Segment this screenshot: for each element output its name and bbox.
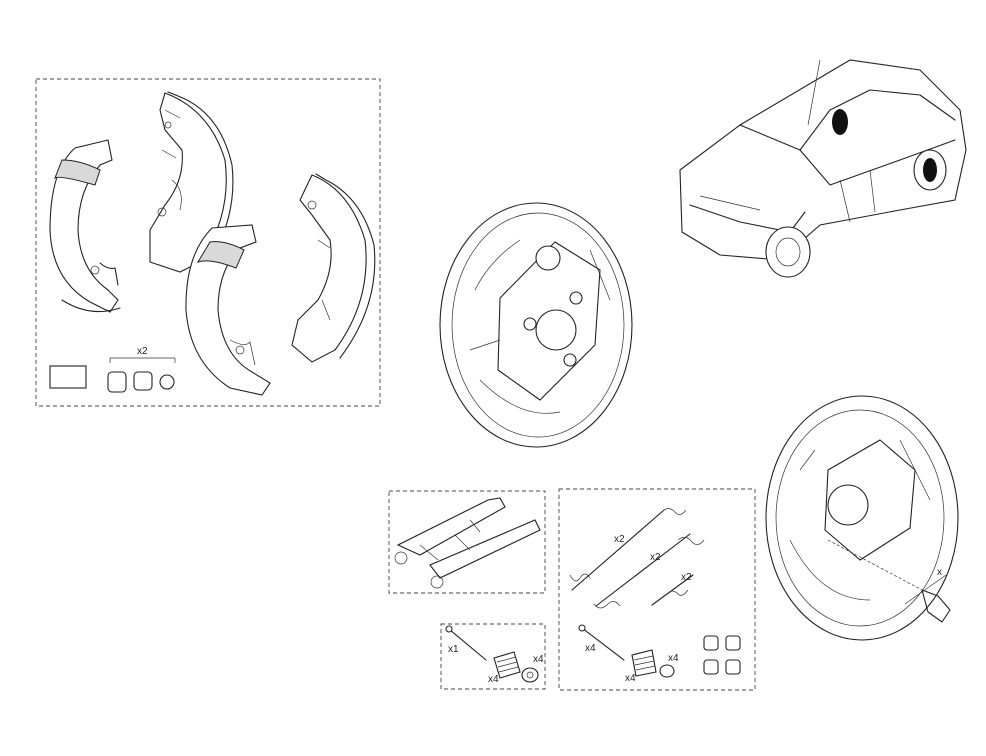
dimension-label: x xyxy=(937,567,942,578)
hold-down-kit-left: x1 x4 x4 xyxy=(440,623,546,690)
brake-shoe-1 xyxy=(49,139,121,313)
cap-1 xyxy=(107,371,127,393)
shoe-kit-accessories: x2 xyxy=(49,346,176,393)
plug-2 xyxy=(725,635,741,651)
spring-qty-left: x4 xyxy=(488,674,499,685)
coil-qty-right: x4 xyxy=(625,673,636,684)
springs-dashed-box xyxy=(558,488,756,691)
small-spring-qty: x2 xyxy=(681,572,692,583)
upper-spring-qty: x2 xyxy=(614,534,625,545)
cap-2 xyxy=(133,371,153,391)
plug-1 xyxy=(703,635,719,651)
pin-qty-right: x4 xyxy=(585,643,596,654)
brake-shoe-3 xyxy=(185,224,271,396)
brake-shoe-kit-group: x2 xyxy=(35,78,381,407)
hold-down-dashed-box-left xyxy=(440,623,546,690)
backing-plate-front xyxy=(439,202,633,448)
plug-3 xyxy=(703,659,719,675)
lubricant-strip xyxy=(49,365,87,389)
brake-shoe-4 xyxy=(291,173,376,363)
shoe-kit-qty-label: x2 xyxy=(137,346,148,357)
cup-qty-right: x4 xyxy=(668,653,679,664)
springs-kit-group: x2 x2 x2 x4 x4 x4 xyxy=(558,488,756,691)
rear-wheel-marker xyxy=(923,158,937,182)
shoe-kit-dashed-box xyxy=(35,78,381,407)
cap-3 xyxy=(159,374,175,390)
plug-4 xyxy=(725,659,741,675)
backing-plate-rear: x xyxy=(765,395,959,641)
lower-spring-qty: x2 xyxy=(650,552,661,563)
adjuster-qty-left: x1 xyxy=(448,644,459,655)
vehicle-illustration xyxy=(679,59,967,278)
brake-location-marker xyxy=(832,109,848,135)
adjuster-dashed-box xyxy=(388,490,546,594)
washer-qty-left: x4 xyxy=(533,654,544,665)
adjuster-kit-group xyxy=(388,490,546,594)
